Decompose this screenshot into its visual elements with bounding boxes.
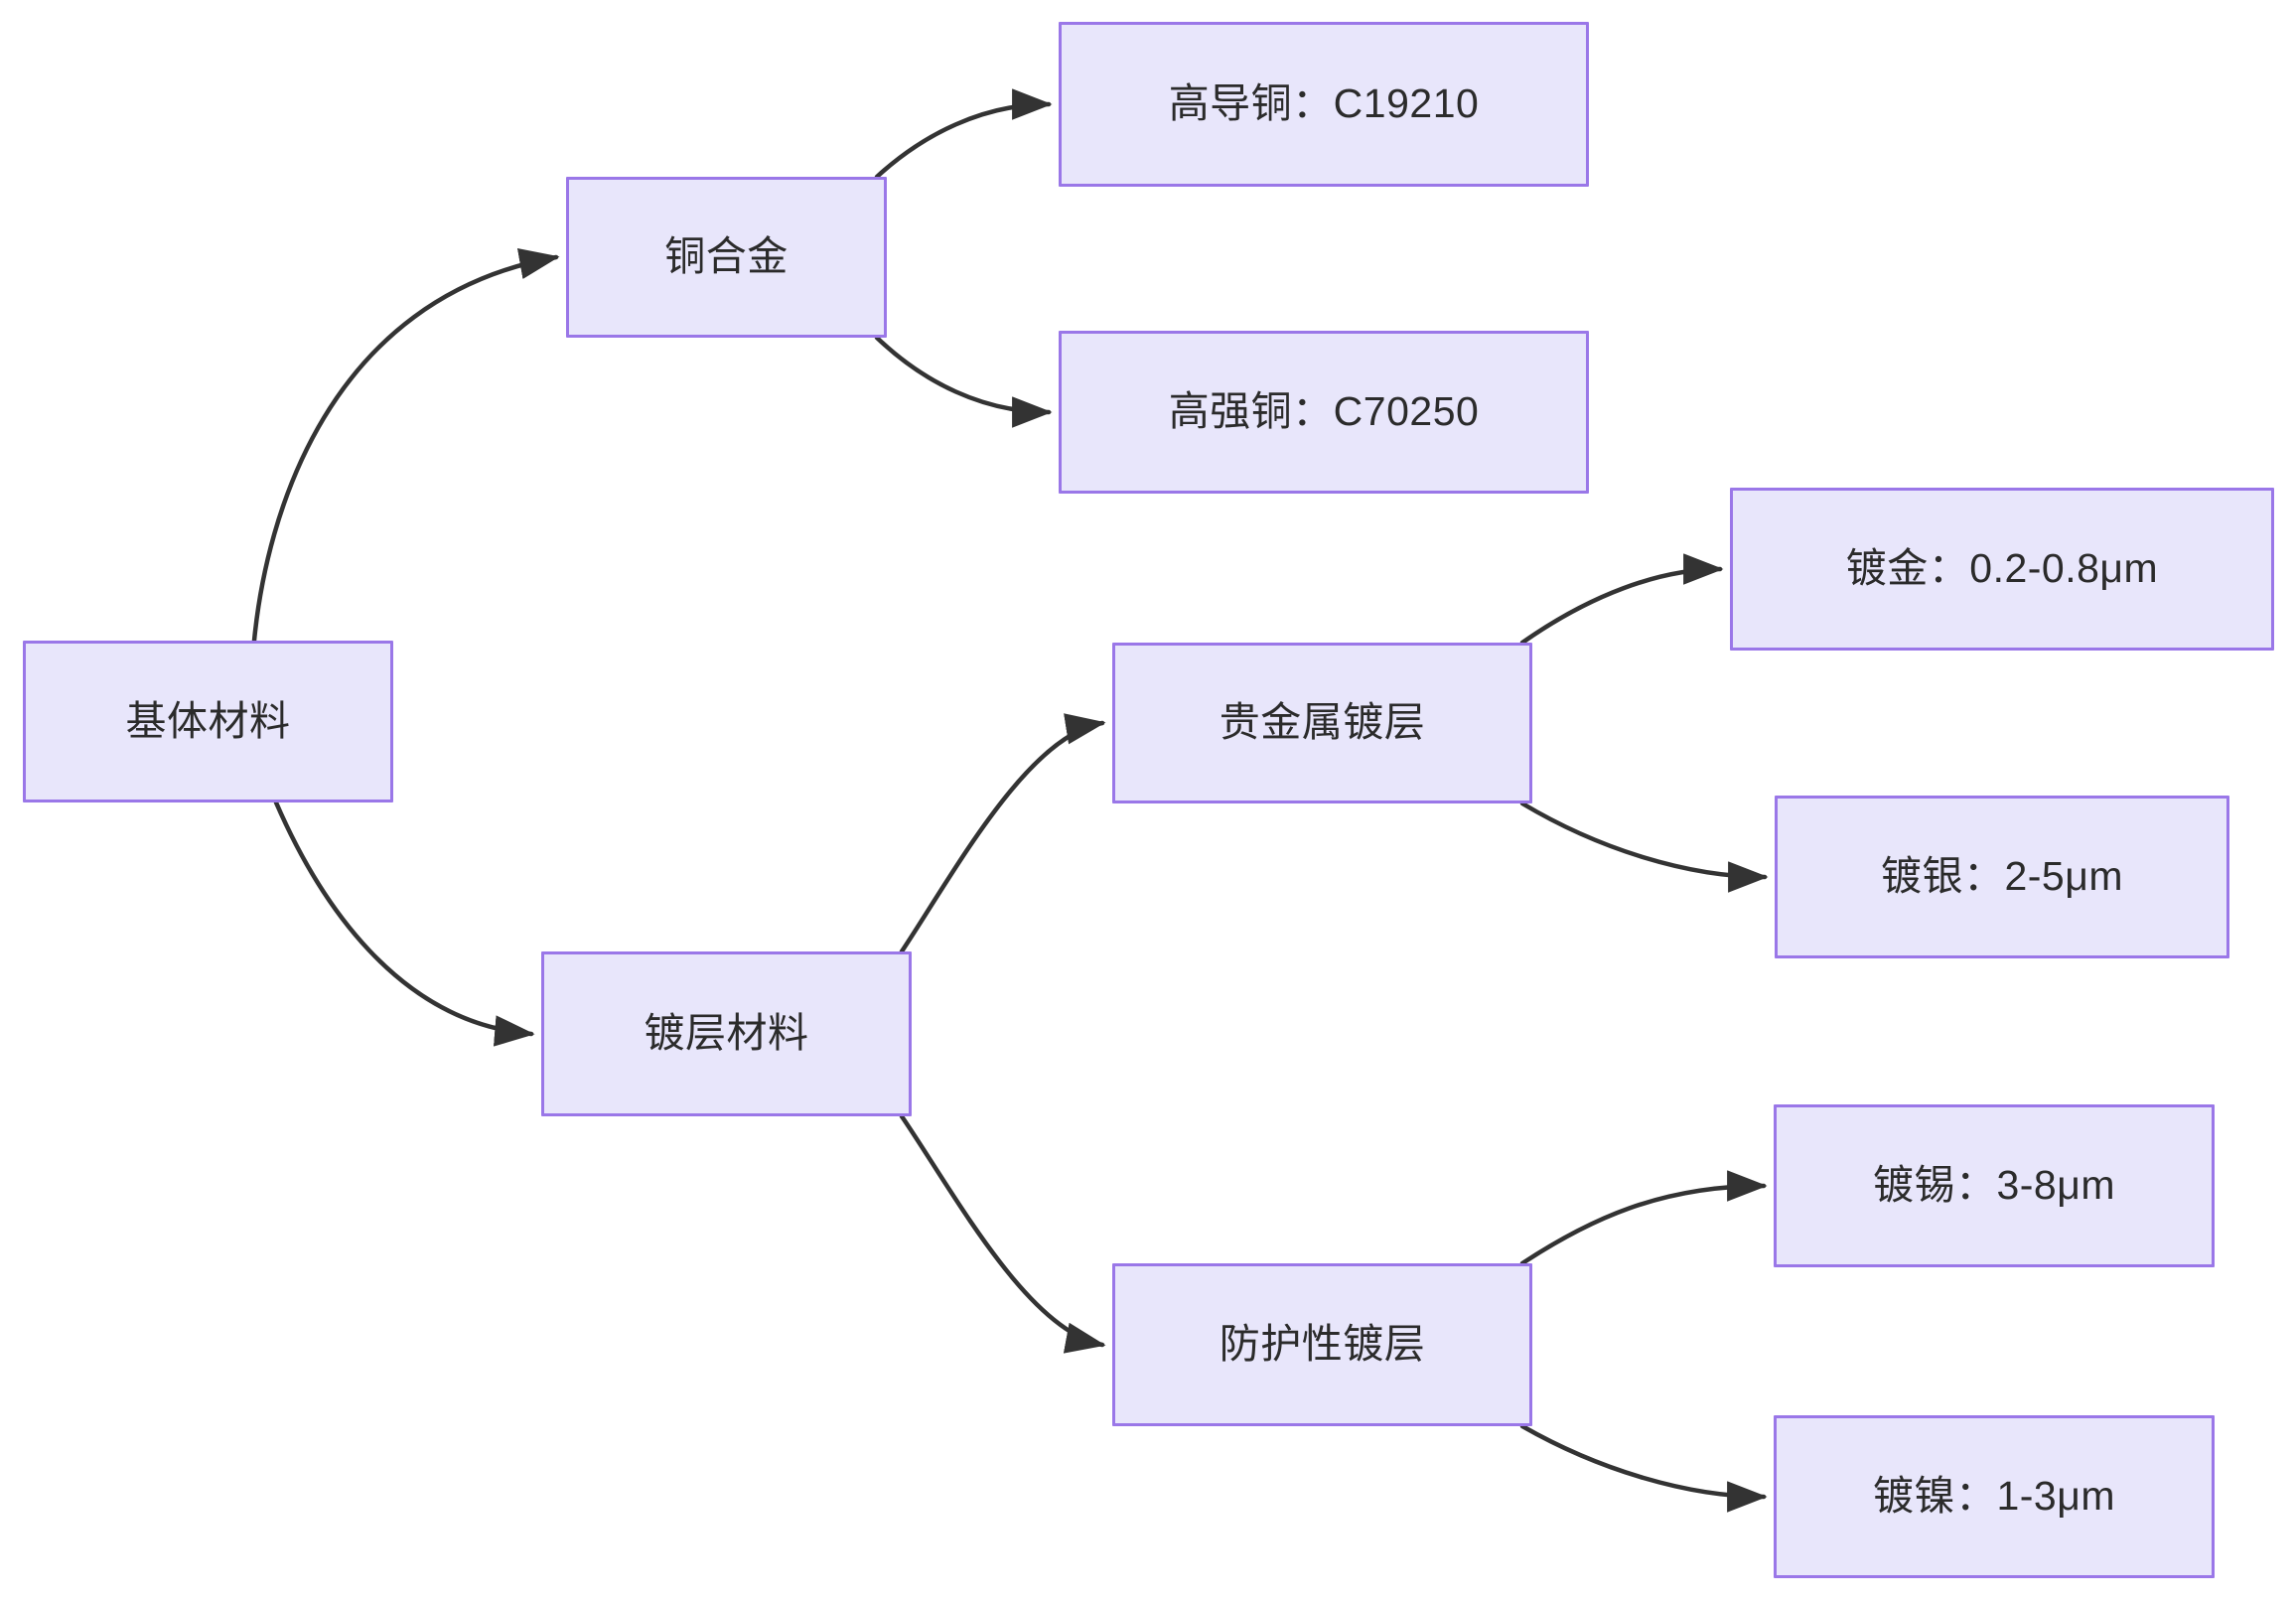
node-label-cu1: 高导铜：C19210 <box>1168 80 1480 127</box>
edge-plate-to-protect <box>899 1113 1106 1354</box>
node-label-noble: 贵金属镀层 <box>1219 699 1426 746</box>
node-label-silver: 镀银：2-5μm <box>1880 853 2124 900</box>
node-cu1[interactable]: 高导铜：C19210 <box>1059 22 1589 187</box>
node-silver[interactable]: 镀银：2-5μm <box>1775 796 2229 958</box>
node-label-protect: 防护性镀层 <box>1219 1321 1426 1368</box>
edge-noble-to-gold <box>1519 553 1724 646</box>
node-gold[interactable]: 镀金：0.2-0.8μm <box>1730 488 2274 651</box>
node-label-cu: 铜合金 <box>664 233 789 280</box>
node-nickel[interactable]: 镀镍：1-3μm <box>1774 1415 2215 1578</box>
node-cu2[interactable]: 高强铜：C70250 <box>1059 331 1589 494</box>
edge-protect-to-nickel <box>1519 1423 1768 1513</box>
node-protect[interactable]: 防护性镀层 <box>1112 1263 1532 1426</box>
edge-cu-to-cu2 <box>874 335 1053 428</box>
edge-noble-to-silver <box>1519 801 1769 893</box>
edges-group <box>251 88 1769 1513</box>
edge-root-to-plate <box>273 800 535 1047</box>
edge-plate-to-noble <box>899 713 1106 954</box>
node-root[interactable]: 基体材料 <box>23 641 393 802</box>
node-label-nickel: 镀镍：1-3μm <box>1872 1473 2116 1520</box>
node-label-root: 基体材料 <box>125 697 291 744</box>
edge-cu-to-cu1 <box>874 88 1053 180</box>
node-label-cu2: 高强铜：C70250 <box>1168 388 1480 435</box>
node-tin[interactable]: 镀锡：3-8μm <box>1774 1104 2215 1267</box>
node-label-gold: 镀金：0.2-0.8μm <box>1845 545 2159 592</box>
edge-protect-to-tin <box>1519 1170 1768 1266</box>
node-cu[interactable]: 铜合金 <box>566 177 887 338</box>
node-noble[interactable]: 贵金属镀层 <box>1112 643 1532 803</box>
node-label-plate: 镀层材料 <box>644 1010 809 1057</box>
node-plate[interactable]: 镀层材料 <box>541 951 912 1116</box>
node-label-tin: 镀锡：3-8μm <box>1872 1162 2116 1209</box>
edge-root-to-cu <box>251 248 560 644</box>
